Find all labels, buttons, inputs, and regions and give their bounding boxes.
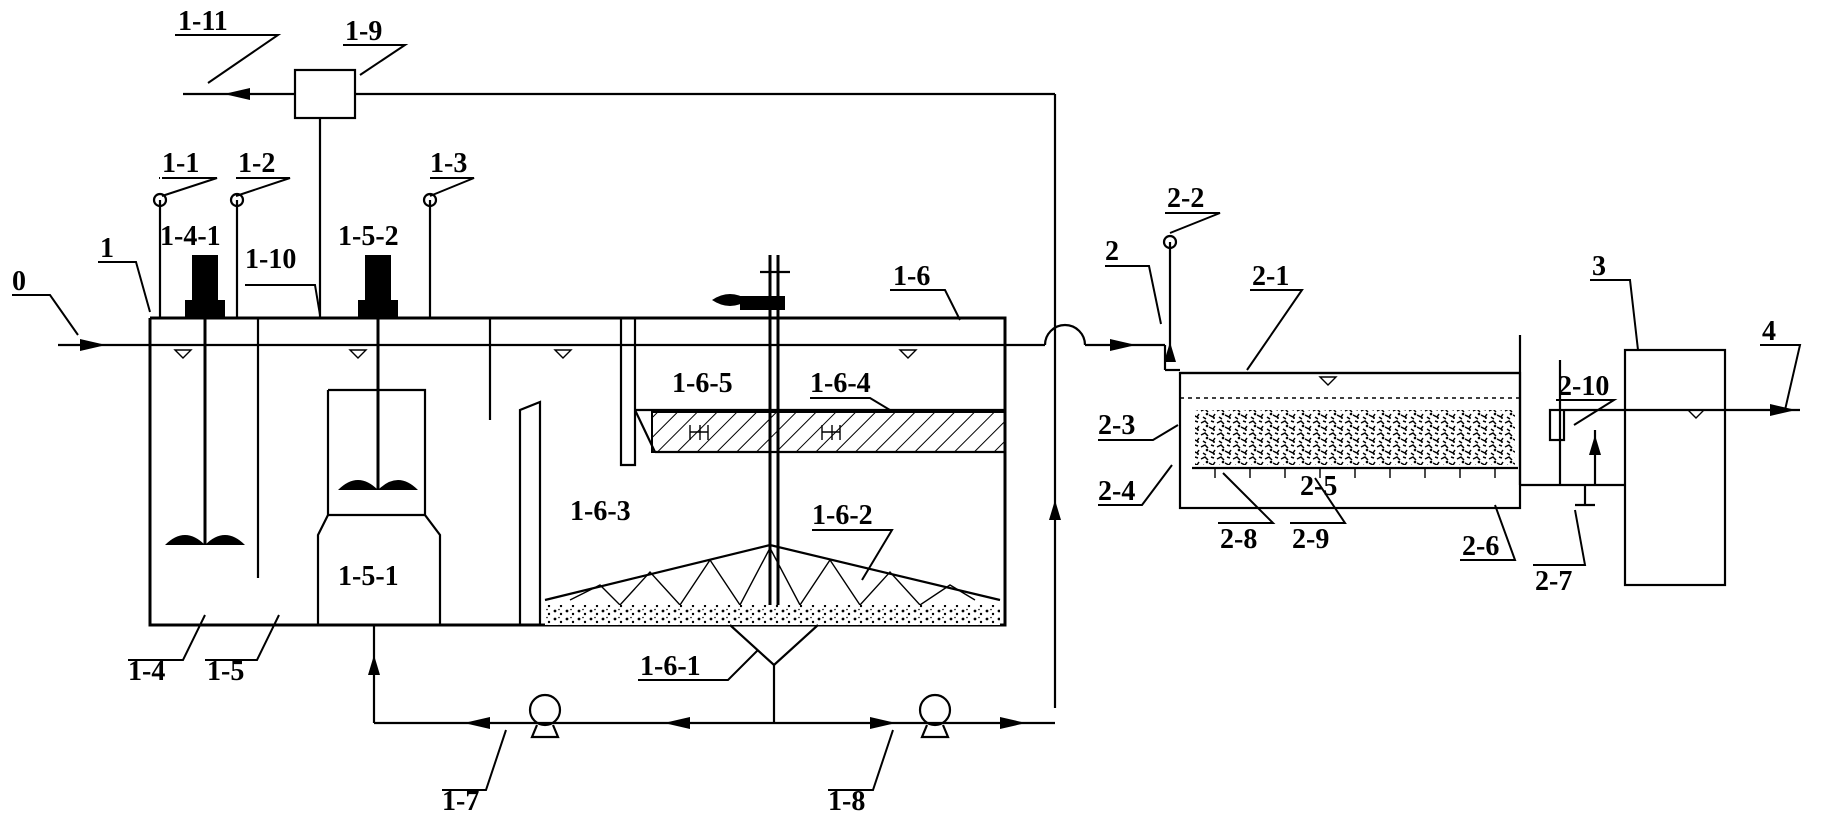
flow-arrow (870, 717, 896, 729)
label-1-3: 1-3 (430, 148, 467, 179)
label-1-5-1: 1-5-1 (338, 561, 399, 592)
label-2-6: 2-6 (1462, 531, 1499, 562)
flow-arrow (1049, 500, 1061, 520)
flow-arrow (1110, 339, 1136, 351)
label-2-8: 2-8 (1220, 524, 1257, 555)
filter-2 (1162, 234, 1625, 510)
label-1-4: 1-4 (128, 656, 165, 687)
label-0: 0 (12, 266, 26, 297)
flow-arrow (1000, 717, 1026, 729)
label-2-7: 2-7 (1535, 566, 1572, 597)
label-1-7: 1-7 (442, 786, 479, 817)
sludge-pumps (368, 625, 1055, 739)
label-1-9: 1-9 (345, 16, 382, 47)
label-1-6-1: 1-6-1 (640, 651, 701, 682)
label-1-8: 1-8 (828, 786, 865, 817)
label-2-3: 2-3 (1098, 410, 1135, 441)
flow-arrow (224, 88, 250, 100)
mixer-1-5-2 (338, 255, 418, 490)
flow-arrow (1770, 404, 1796, 416)
label-2-5: 2-5 (1300, 471, 1337, 502)
label-4: 4 (1762, 316, 1776, 347)
label-1-5: 1-5 (207, 656, 244, 687)
label-2-9: 2-9 (1292, 524, 1329, 555)
label-2-10: 2-10 (1558, 371, 1609, 402)
label-1-1: 1-1 (162, 148, 199, 179)
label-1-6-5: 1-6-5 (672, 368, 733, 399)
label-1: 1 (100, 233, 114, 264)
label-1-6-3: 1-6-3 (570, 496, 631, 527)
labels: 0 1 1-1 1-2 1-3 1-4-1 1-10 1-5-2 1-11 1-… (12, 6, 1802, 817)
flow-arrow (80, 339, 106, 351)
label-2: 2 (1105, 236, 1119, 267)
dosing-lines (152, 118, 438, 318)
label-1-5-2: 1-5-2 (338, 221, 399, 252)
label-1-4-1: 1-4-1 (160, 221, 221, 252)
label-2-2: 2-2 (1167, 183, 1204, 214)
label-1-6-4: 1-6-4 (810, 368, 871, 399)
influent-pipe (58, 323, 1165, 359)
label-2-4: 2-4 (1098, 476, 1135, 507)
flow-arrow (664, 717, 690, 729)
label-1-6: 1-6 (893, 261, 930, 292)
scraper-1-6-2 (544, 255, 1001, 723)
label-2-1: 2-1 (1252, 261, 1289, 292)
label-1-10: 1-10 (245, 244, 296, 275)
controller-1-9 (183, 68, 1061, 708)
label-1-2: 1-2 (238, 148, 275, 179)
tank-1 (148, 316, 1007, 627)
flow-arrow (464, 717, 490, 729)
flow-arrow (368, 655, 380, 675)
inclined-plates (634, 408, 1006, 454)
tank-3 (1623, 348, 1800, 587)
label-1-6-2: 1-6-2 (812, 500, 873, 531)
mixer-1-4-1 (165, 255, 245, 545)
label-3: 3 (1592, 251, 1606, 282)
label-1-11: 1-11 (178, 6, 228, 37)
